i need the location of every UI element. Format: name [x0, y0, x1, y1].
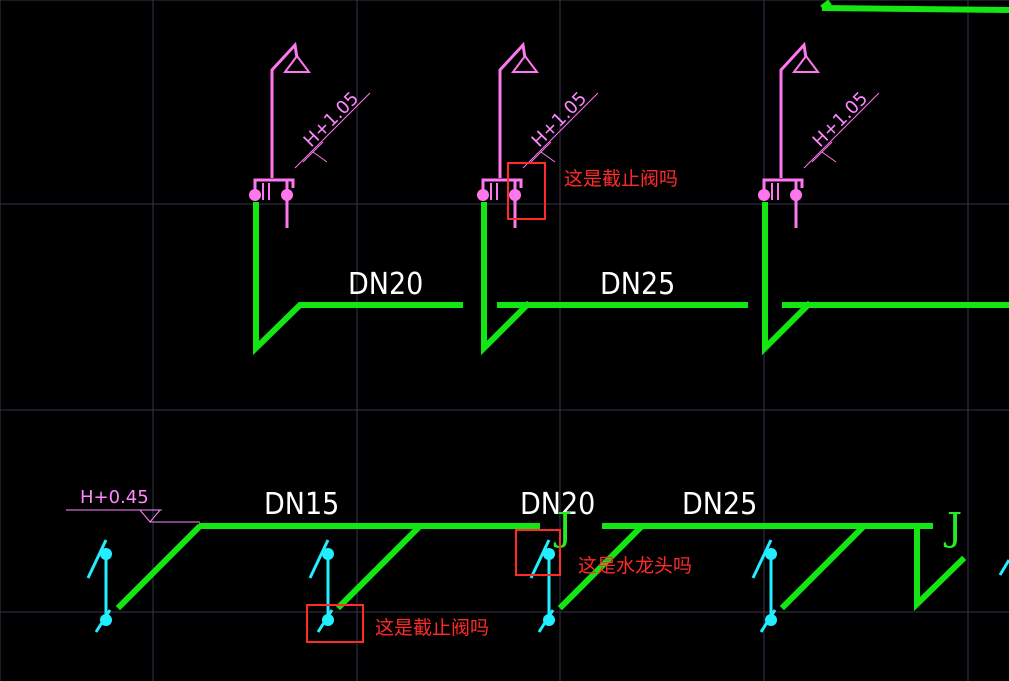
- j-mark-2: J: [943, 505, 962, 549]
- annotation-valve-top: 这是截止阀吗: [564, 168, 678, 190]
- faucet-icon: [529, 539, 555, 633]
- annotation-box-valve-bottom[interactable]: [306, 604, 364, 643]
- shower-fixtures: H+1.05 H+1.05 H+1.05: [249, 41, 880, 228]
- elevation-label-top: H+1.05: [809, 88, 872, 151]
- pipe-label-dn20-top: DN20: [348, 267, 423, 302]
- annotation-box-valve-top[interactable]: [507, 162, 546, 220]
- pipe-label-dn25-bottom: DN25: [682, 487, 757, 522]
- elevation-label-top: H+1.05: [528, 88, 591, 151]
- elevation-label-bottom: H+0.45: [80, 487, 149, 508]
- faucet-fixtures: [86, 539, 777, 633]
- stop-valve-icon: [771, 183, 779, 200]
- annotation-box-faucet[interactable]: [515, 529, 561, 576]
- pipe-top-right-fragment: [820, 0, 1009, 13]
- stop-valve-icon: [490, 183, 498, 200]
- j-mark-1: J: [553, 505, 572, 549]
- faucet-icon: [86, 539, 112, 633]
- faucet-partial-right: [998, 559, 1009, 576]
- faucet-icon: [308, 539, 334, 633]
- faucet-icon: [751, 539, 777, 633]
- annotation-faucet: 这是水龙头吗: [578, 555, 692, 577]
- bottom-row-pipes: [115, 523, 967, 612]
- pipe-label-dn15: DN15: [264, 487, 339, 522]
- shower-head-icon: [249, 41, 371, 228]
- top-row-pipes: [253, 202, 1009, 356]
- shower-head-icon: [758, 41, 880, 228]
- pipe-label-dn20-bottom: DN20: [520, 487, 595, 522]
- stop-valve-icon: [262, 183, 270, 200]
- pipe-label-dn25-top: DN25: [600, 267, 675, 302]
- annotation-valve-bottom: 这是截止阀吗: [375, 617, 489, 639]
- elevation-label-top: H+1.05: [300, 88, 363, 151]
- bottom-elevation-marker: [66, 509, 200, 523]
